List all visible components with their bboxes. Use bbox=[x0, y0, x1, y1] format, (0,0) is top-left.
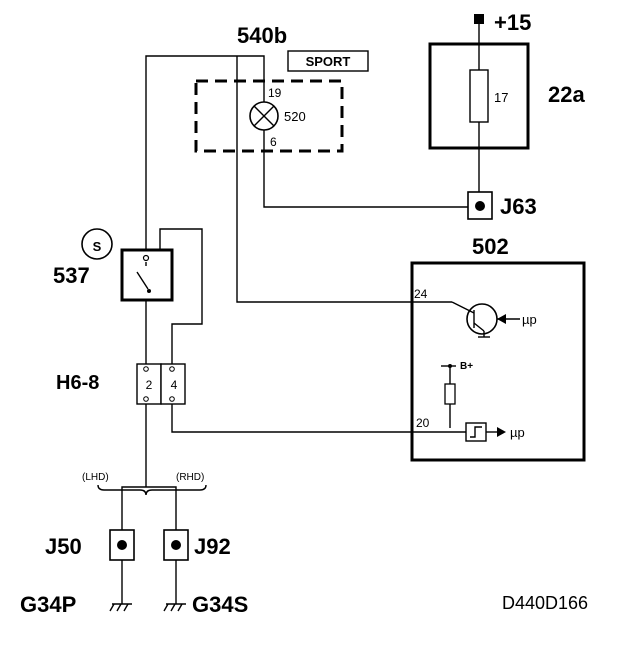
connector-j50-label: J50 bbox=[45, 534, 82, 559]
up-arrow-1-icon bbox=[497, 314, 506, 324]
schmitt-trigger-icon bbox=[465, 422, 487, 442]
ground-g34s-label: G34S bbox=[192, 592, 248, 617]
h68-pin-2-label: 2 bbox=[146, 378, 153, 392]
connector-h68-label: H6-8 bbox=[56, 372, 99, 394]
lamp-number: 520 bbox=[284, 109, 306, 124]
connector-j92-label: J92 bbox=[194, 534, 231, 559]
sport-badge-text: SPORT bbox=[306, 54, 351, 69]
wire-switch-loop bbox=[159, 228, 203, 364]
lamp-cross-b bbox=[253, 105, 275, 127]
connector-j63-label: J63 bbox=[500, 194, 537, 219]
connector-j92-pin bbox=[171, 540, 181, 550]
ecu-502-box bbox=[410, 261, 586, 462]
up-out-1-label: µp bbox=[522, 312, 537, 327]
component-540b-label: 540b bbox=[237, 23, 287, 48]
up-arrow-2-icon bbox=[497, 427, 506, 437]
rhd-label: (RHD) bbox=[176, 472, 204, 483]
schmitt-symbol bbox=[470, 426, 482, 438]
connector-j63-pin bbox=[475, 201, 485, 211]
ground-g34p-label: G34P bbox=[20, 592, 76, 617]
switch-lever-icon bbox=[136, 271, 149, 290]
b-plus-label: B+ bbox=[460, 361, 473, 372]
instrument-cluster-box bbox=[194, 79, 344, 153]
variant-brace bbox=[97, 484, 207, 496]
ground-g34p-hatch-3 bbox=[123, 603, 129, 612]
h68-pin-4-bottom bbox=[169, 396, 175, 402]
lamp-pin-19: 19 bbox=[268, 86, 282, 100]
transistor-emitter bbox=[473, 322, 485, 332]
h68-pin-2-top bbox=[143, 366, 149, 372]
ground-g34p-hatch-2 bbox=[116, 603, 122, 612]
supply-label: +15 bbox=[494, 10, 531, 35]
ecu-pin-24: 24 bbox=[414, 287, 428, 301]
ecu-label: 502 bbox=[472, 234, 509, 259]
wire-to-pin-24 bbox=[236, 56, 452, 303]
switch-contact-top bbox=[142, 254, 150, 262]
h68-pin-2-bottom bbox=[143, 396, 149, 402]
fuse-box-22a bbox=[428, 42, 530, 150]
h68-pin-4-top bbox=[169, 366, 175, 372]
sport-badge bbox=[287, 50, 369, 72]
fuse-number: 17 bbox=[494, 90, 508, 105]
ecu-pin-20: 20 bbox=[416, 416, 430, 430]
diagram-reference: D440D166 bbox=[502, 593, 588, 613]
sport-switch-symbol-text: S bbox=[93, 239, 102, 254]
pull-up-resistor-icon bbox=[444, 383, 456, 405]
ground-g34s-hatch-2 bbox=[170, 603, 176, 612]
ground-g34s-hatch-1 bbox=[163, 603, 169, 612]
fuse-box-label: 22a bbox=[548, 82, 585, 107]
h68-pin-4-label: 4 bbox=[171, 378, 178, 392]
switch-537-box bbox=[120, 248, 174, 302]
fuse-icon bbox=[469, 69, 489, 123]
ground-g34p-hatch-1 bbox=[109, 603, 115, 612]
ground-g34s-hatch-3 bbox=[177, 603, 183, 612]
switch-contact-bottom bbox=[147, 289, 151, 293]
wire-h68-to-pin-20 bbox=[171, 404, 466, 433]
switch-label: 537 bbox=[53, 263, 90, 288]
lhd-label: (LHD) bbox=[82, 472, 109, 483]
supply-terminal bbox=[474, 14, 484, 24]
sport-switch-symbol bbox=[81, 228, 113, 260]
wire-lamp-top bbox=[145, 55, 265, 211]
up-out-2-label: µp bbox=[510, 425, 525, 440]
wire-to-j50 bbox=[121, 486, 146, 530]
transistor-collector bbox=[451, 301, 475, 314]
lamp-pin-6: 6 bbox=[270, 135, 277, 149]
wire-to-j92 bbox=[146, 486, 177, 530]
wire-lamp-to-j63 bbox=[263, 130, 468, 208]
connector-j50-pin bbox=[117, 540, 127, 550]
